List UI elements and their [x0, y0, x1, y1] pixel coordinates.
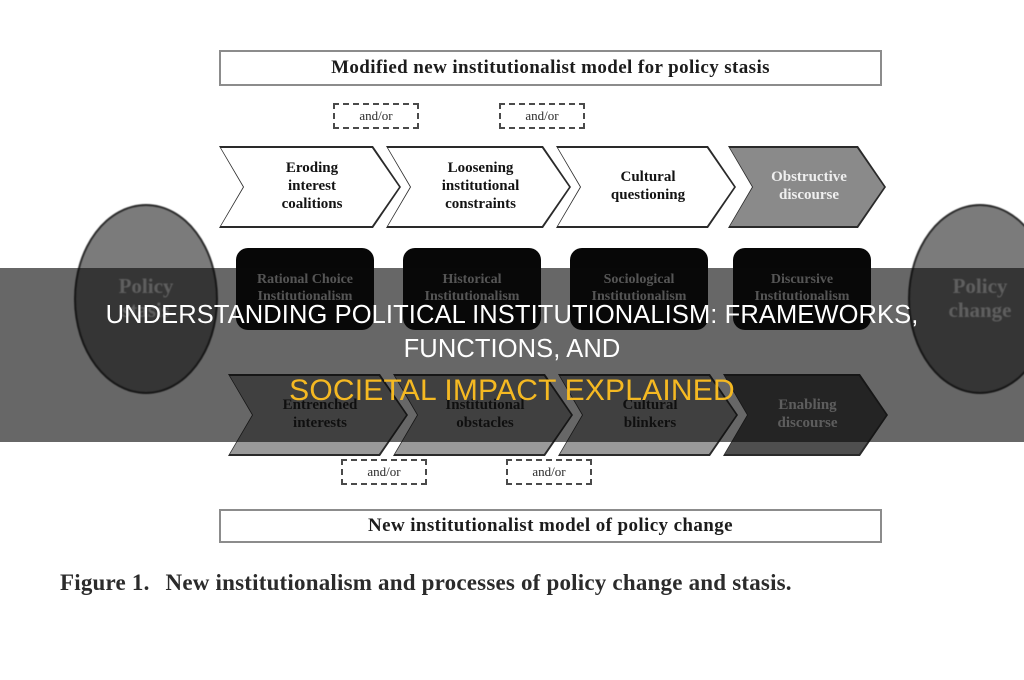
arrow-label: Loosening institutional constraints [441, 160, 520, 212]
connector-andor-top-left: and/or [333, 103, 419, 129]
arrow-body: Eroding interest coalitions [221, 148, 399, 226]
banner-top-label: Modified new institutionalist model for … [331, 57, 770, 78]
arrow-label: Obstructive discourse [771, 169, 847, 203]
figure-caption-text: New institutionalism and processes of po… [165, 570, 792, 595]
headline-scrim [0, 268, 1024, 442]
connector-andor-bottom-right: and/or [506, 459, 592, 485]
connector-andor-bottom-left: and/or [341, 459, 427, 485]
arrow-label: Cultural questioning [610, 169, 686, 203]
connector-label: and/or [359, 108, 393, 123]
connector-label: and/or [367, 464, 401, 479]
stasis-arrow-row: Eroding interest coalitions Loosening in… [0, 146, 1024, 228]
headline-line-2: FUNCTIONS, AND [403, 334, 621, 363]
connector-andor-top-right: and/or [499, 103, 585, 129]
headline-line-1: UNDERSTANDING POLITICAL INSTITUTIONALISM… [105, 300, 919, 329]
connector-label: and/or [525, 108, 559, 123]
arrow-body: Obstructive discourse [730, 148, 884, 226]
headline-line-3-accent: SOCIETAL IMPACT EXPLAINED [289, 374, 735, 408]
stasis-arrow-loosening-institutional-constraints: Loosening institutional constraints [386, 146, 571, 228]
connector-label: and/or [532, 464, 566, 479]
arrow-label: Eroding interest coalitions [281, 160, 343, 212]
arrow-body: Loosening institutional constraints [388, 148, 569, 226]
banner-policy-stasis-model: Modified new institutionalist model for … [219, 50, 882, 86]
banner-policy-change-model: New institutionalist model of policy cha… [219, 509, 882, 543]
banner-bottom-label: New institutionalist model of policy cha… [367, 515, 733, 536]
stasis-arrow-cultural-questioning: Cultural questioning [556, 146, 736, 228]
stasis-arrow-obstructive-discourse: Obstructive discourse [728, 146, 886, 228]
figure-number: Figure 1. [60, 570, 150, 595]
stasis-arrow-eroding-interest-coalitions: Eroding interest coalitions [219, 146, 401, 228]
figure-caption: Figure 1. New institutionalism and proces… [60, 570, 964, 596]
arrow-body: Cultural questioning [558, 148, 734, 226]
headline-overlay: UNDERSTANDING POLITICAL INSTITUTIONALISM… [0, 268, 1024, 442]
